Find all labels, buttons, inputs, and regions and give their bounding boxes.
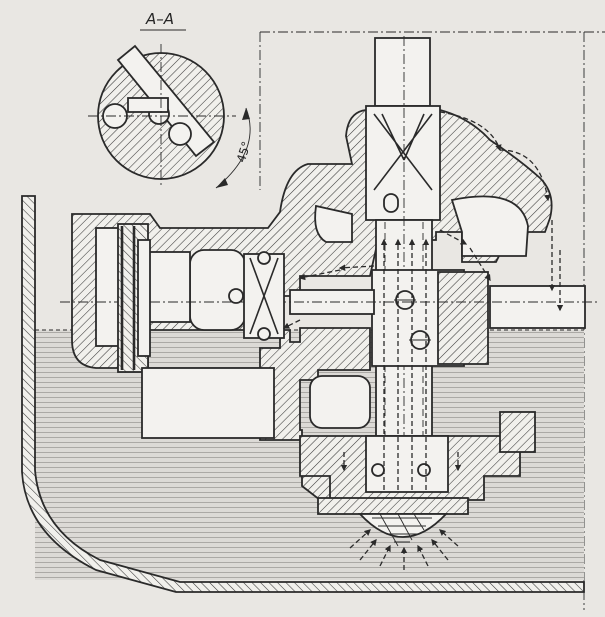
lower-housing [141, 367, 536, 501]
intake-strainer [317, 497, 469, 547]
drive-shaft [60, 251, 600, 341]
angle-label: 45° [234, 140, 254, 165]
gear-block [371, 269, 586, 367]
section-a-a-view [88, 44, 236, 188]
oil-flow-arrows [282, 111, 564, 570]
section-title: А–А [145, 10, 174, 28]
valve-housing [365, 37, 441, 221]
coupling-flange [117, 223, 151, 373]
